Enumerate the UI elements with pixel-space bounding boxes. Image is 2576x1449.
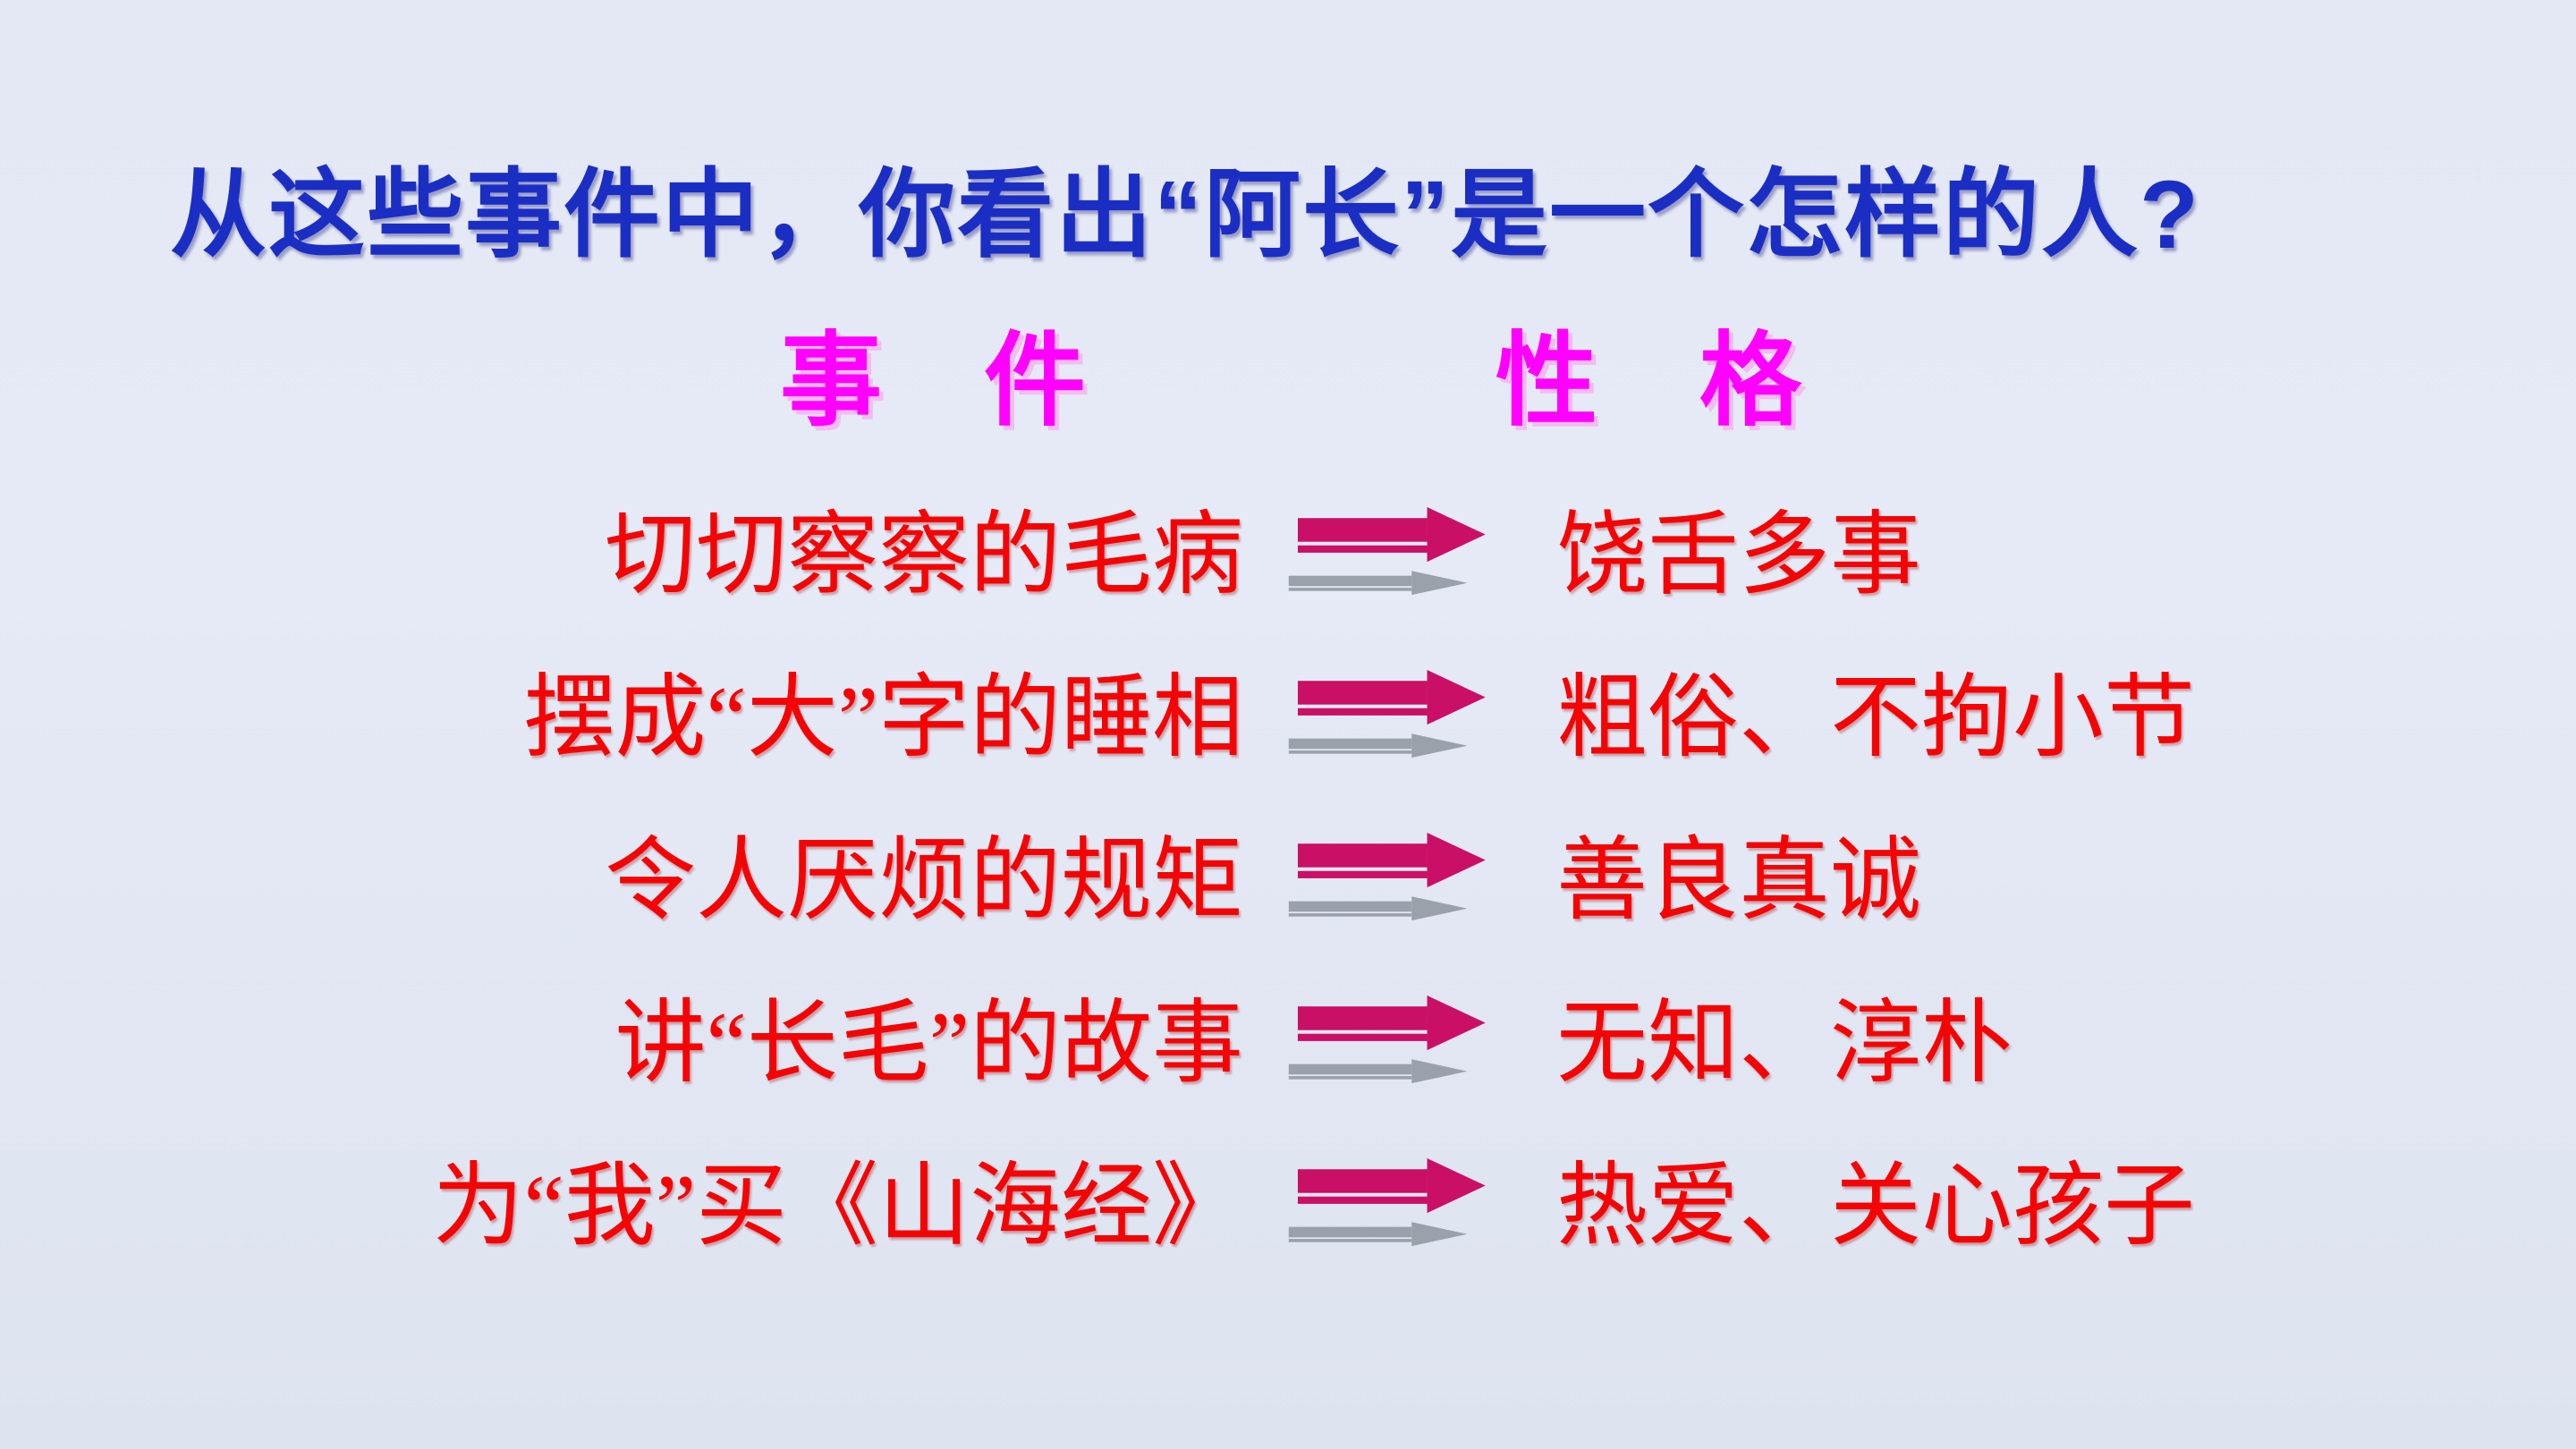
column-headers: 事 件 性 格 — [0, 325, 2576, 439]
right-arrow-icon — [1243, 1157, 1556, 1258]
mapping-table: 切切察察的毛病 饶舌多事 摆成“大”字的睡相 — [0, 476, 2576, 1290]
trait-cell: 饶舌多事 — [1556, 505, 1921, 607]
mapping-row: 为“我”买《山海经》 热爱、关心孩子 — [0, 1127, 2576, 1290]
event-cell: 令人厌烦的规矩 — [605, 831, 1243, 933]
trait-cell: 善良真诚 — [1556, 831, 1921, 933]
trait-cell: 粗俗、不拘小节 — [1556, 668, 2195, 770]
right-arrow-icon — [1243, 995, 1556, 1096]
column-header-event: 事 件 — [780, 325, 1087, 439]
right-arrow-icon — [1243, 832, 1556, 933]
trait-cell: 无知、淳朴 — [1556, 994, 2012, 1096]
right-arrow-icon — [1243, 506, 1556, 607]
event-cell: 为“我”买《山海经》 — [432, 1157, 1243, 1258]
mapping-row: 令人厌烦的规矩 善良真诚 — [0, 801, 2576, 964]
slide-title: 从这些事件中，你看出“阿长”是一个怎样的人? — [170, 160, 2200, 268]
event-cell: 讲“长毛”的故事 — [614, 994, 1243, 1096]
mapping-row: 切切察察的毛病 饶舌多事 — [0, 476, 2576, 639]
event-cell: 切切察察的毛病 — [605, 505, 1243, 607]
column-header-trait: 性 格 — [1496, 325, 1802, 439]
trait-cell: 热爱、关心孩子 — [1556, 1157, 2195, 1258]
right-arrow-icon — [1243, 669, 1556, 770]
mapping-row: 摆成“大”字的睡相 粗俗、不拘小节 — [0, 639, 2576, 801]
mapping-row: 讲“长毛”的故事 无知、淳朴 — [0, 964, 2576, 1127]
event-cell: 摆成“大”字的睡相 — [523, 668, 1243, 770]
